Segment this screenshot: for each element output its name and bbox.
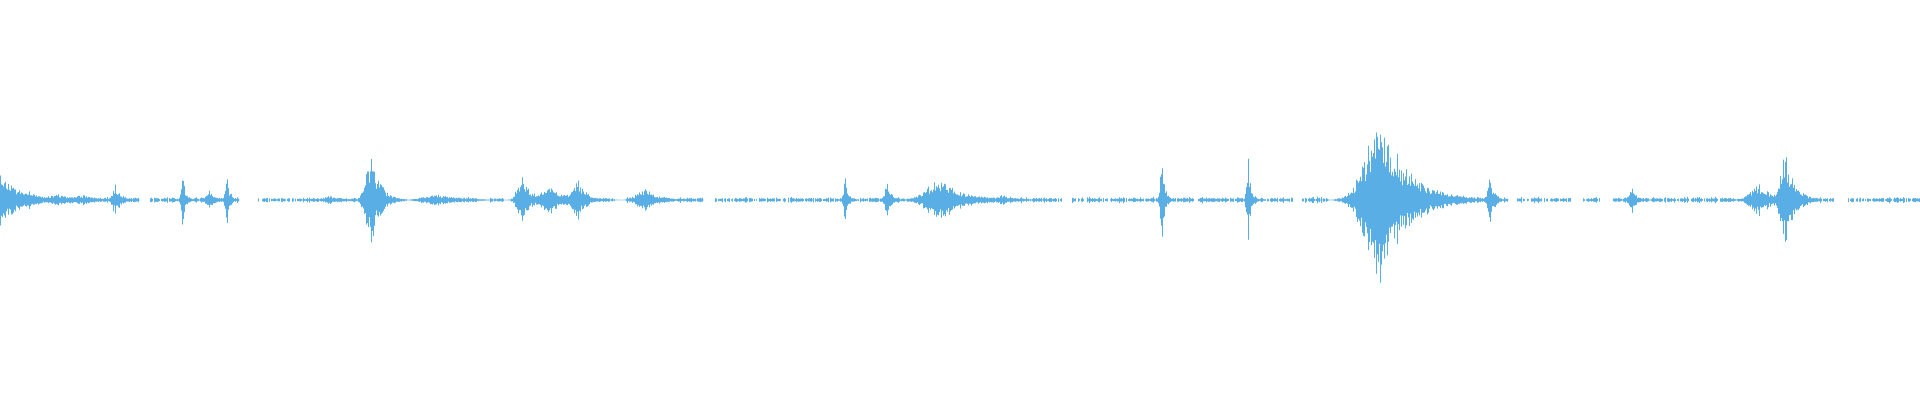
waveform-path <box>0 132 1920 283</box>
waveform-samples <box>0 132 1920 283</box>
